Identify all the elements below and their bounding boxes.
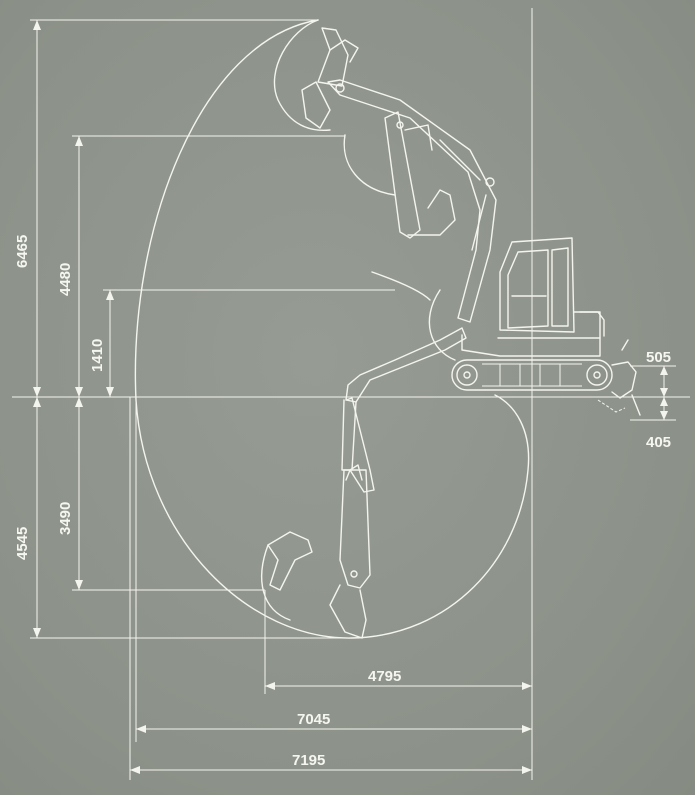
dim-max-reach-ground: 7045	[135, 397, 532, 742]
dim-min-dump-height: 1410	[89, 289, 395, 397]
dozer-blade	[611, 361, 637, 399]
inner-swing-arc	[428, 289, 456, 361]
dim-blade: 505 405	[630, 349, 676, 451]
bucket-arc-low	[261, 544, 291, 621]
track	[451, 359, 613, 391]
label-blade-depth: 405	[646, 434, 671, 451]
label-min-dump-height: 1410	[89, 339, 106, 372]
label-max-reach: 7195	[292, 752, 325, 769]
label-max-digging-depth: 4545	[14, 527, 31, 560]
inner-envelope	[371, 271, 431, 301]
bucket-arc-mid	[343, 134, 396, 196]
bucket-arc-top	[273, 19, 331, 132]
dim-max-dump-height: 4480	[57, 135, 345, 397]
label-min-front-radius: 4795	[368, 668, 401, 685]
label-max-digging-height: 6465	[14, 235, 31, 268]
label-max-reach-ground: 7045	[297, 711, 330, 728]
dim-max-reach: 7195	[129, 397, 532, 780]
dim-vertical-wall-depth: 3490	[57, 397, 265, 591]
cab	[499, 237, 575, 333]
excavator-body	[451, 237, 641, 416]
label-max-dump-height: 4480	[57, 263, 74, 296]
dim-min-front-radius: 4795	[264, 590, 532, 694]
label-blade-lift: 505	[646, 349, 671, 366]
dim-max-digging-depth: 4545	[14, 397, 352, 639]
digging-envelope	[134, 19, 530, 639]
boom-upper-position	[301, 27, 497, 323]
dim-max-digging-height: 6465	[14, 19, 318, 397]
boom-lower-position	[267, 327, 467, 639]
label-vertical-wall-depth: 3490	[57, 502, 74, 535]
